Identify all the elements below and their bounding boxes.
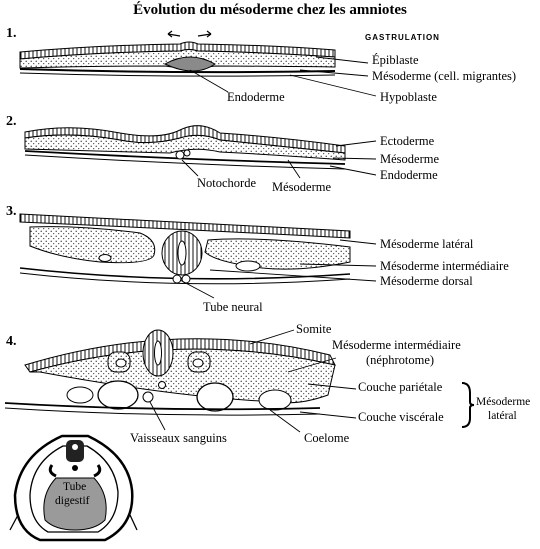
gastrulation-tag: GASTRULATION (365, 33, 440, 42)
label-endoderme-2: Endoderme (380, 168, 438, 182)
label-tube-digestif-1: Tube (63, 481, 87, 493)
label-hypoblaste: Hypoblaste (380, 90, 437, 104)
stage-2-drawing (24, 125, 377, 179)
label-mesoderme-lateral: Mésoderme latéral (380, 237, 474, 251)
label-nephrotome-line2: (néphrotome) (366, 353, 435, 367)
figure-title: Évolution du mésoderme chez les amniotes (133, 2, 407, 18)
stage-2-number: 2. (6, 114, 17, 129)
label-mesoderme-lateral-4b: latéral (488, 410, 517, 422)
label-coelome: Coelome (304, 431, 350, 445)
stage-4-drawing (4, 329, 475, 433)
label-notochorde: Notochorde (197, 176, 257, 190)
inset-cross-section (9, 434, 138, 542)
label-tube-neural: Tube neural (203, 300, 263, 314)
label-ectoderme: Ectoderme (380, 134, 435, 148)
label-mesoderme-lateral-4a: Mésoderme (476, 396, 531, 408)
label-mesoderme-dorsal: Mésoderme dorsal (380, 274, 473, 288)
stage-4-number: 4. (6, 334, 17, 349)
label-tube-digestif-2: digestif (55, 495, 90, 507)
label-epiblaste: Épiblaste (372, 53, 419, 67)
stage-1-drawing (19, 30, 377, 97)
stage-3-drawing (19, 213, 377, 299)
label-mesoderme-2: Mésoderme (380, 152, 440, 166)
label-mesoderme-2b: Mésoderme (272, 180, 332, 194)
label-mesoderme-intermediaire: Mésoderme intermédiaire (380, 259, 509, 273)
label-somite: Somite (296, 322, 332, 336)
stage-3-number: 3. (6, 204, 17, 219)
label-mesoderme-cell-migrantes: Mésoderme (cell. migrantes) (372, 69, 517, 83)
label-vaisseaux-sanguins: Vaisseaux sanguins (130, 431, 227, 445)
stage-1-number: 1. (6, 26, 17, 41)
label-couche-parietale: Couche pariétale (358, 380, 443, 394)
label-couche-viscerale: Couche viscérale (358, 410, 444, 424)
label-endoderme-1: Endoderme (227, 90, 285, 104)
label-nephrotome-line1: Mésoderme intermédiaire (332, 338, 461, 352)
